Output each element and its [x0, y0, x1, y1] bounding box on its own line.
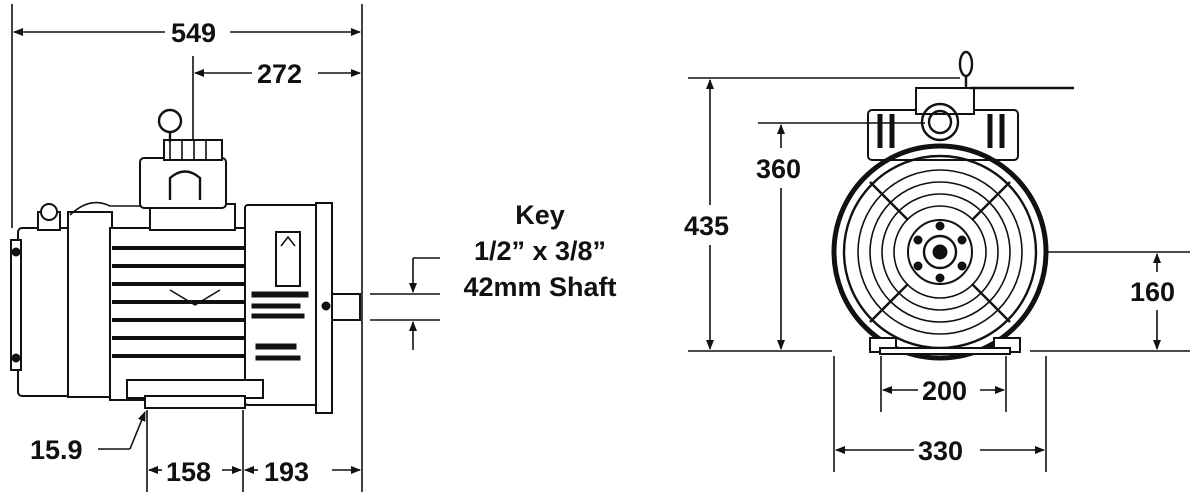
- key-callout: Key 1/2” x 3/8” 42mm Shaft: [463, 200, 616, 302]
- dim-overall-width: 330: [918, 436, 963, 466]
- side-view-labels: 549 272 15.9 158 193: [30, 18, 309, 487]
- dim-shaft-center-height: 160: [1130, 277, 1175, 307]
- dim-overall-length: 549: [171, 18, 216, 48]
- dim-overall-height: 435: [684, 211, 729, 241]
- dim-foot-spacing-side: 158: [166, 457, 211, 487]
- key-shaft: 42mm Shaft: [463, 272, 616, 302]
- dim-foot-spacing-front: 200: [922, 376, 967, 406]
- side-view-motor: [10, 108, 361, 414]
- key-size: 1/2” x 3/8”: [474, 236, 606, 266]
- side-view-dimensions: [11, 4, 440, 492]
- front-view-labels: 435 360 160 200 330: [684, 154, 1175, 466]
- dim-lift-height: 360: [756, 154, 801, 184]
- dim-eye-to-shaft-end: 272: [257, 59, 302, 89]
- dim-foot-to-shaft-end: 193: [264, 457, 309, 487]
- front-view-motor: [831, 50, 1074, 361]
- key-title: Key: [515, 200, 565, 230]
- dim-foot-offset: 15.9: [30, 435, 83, 465]
- front-view-dimensions: [688, 77, 1190, 472]
